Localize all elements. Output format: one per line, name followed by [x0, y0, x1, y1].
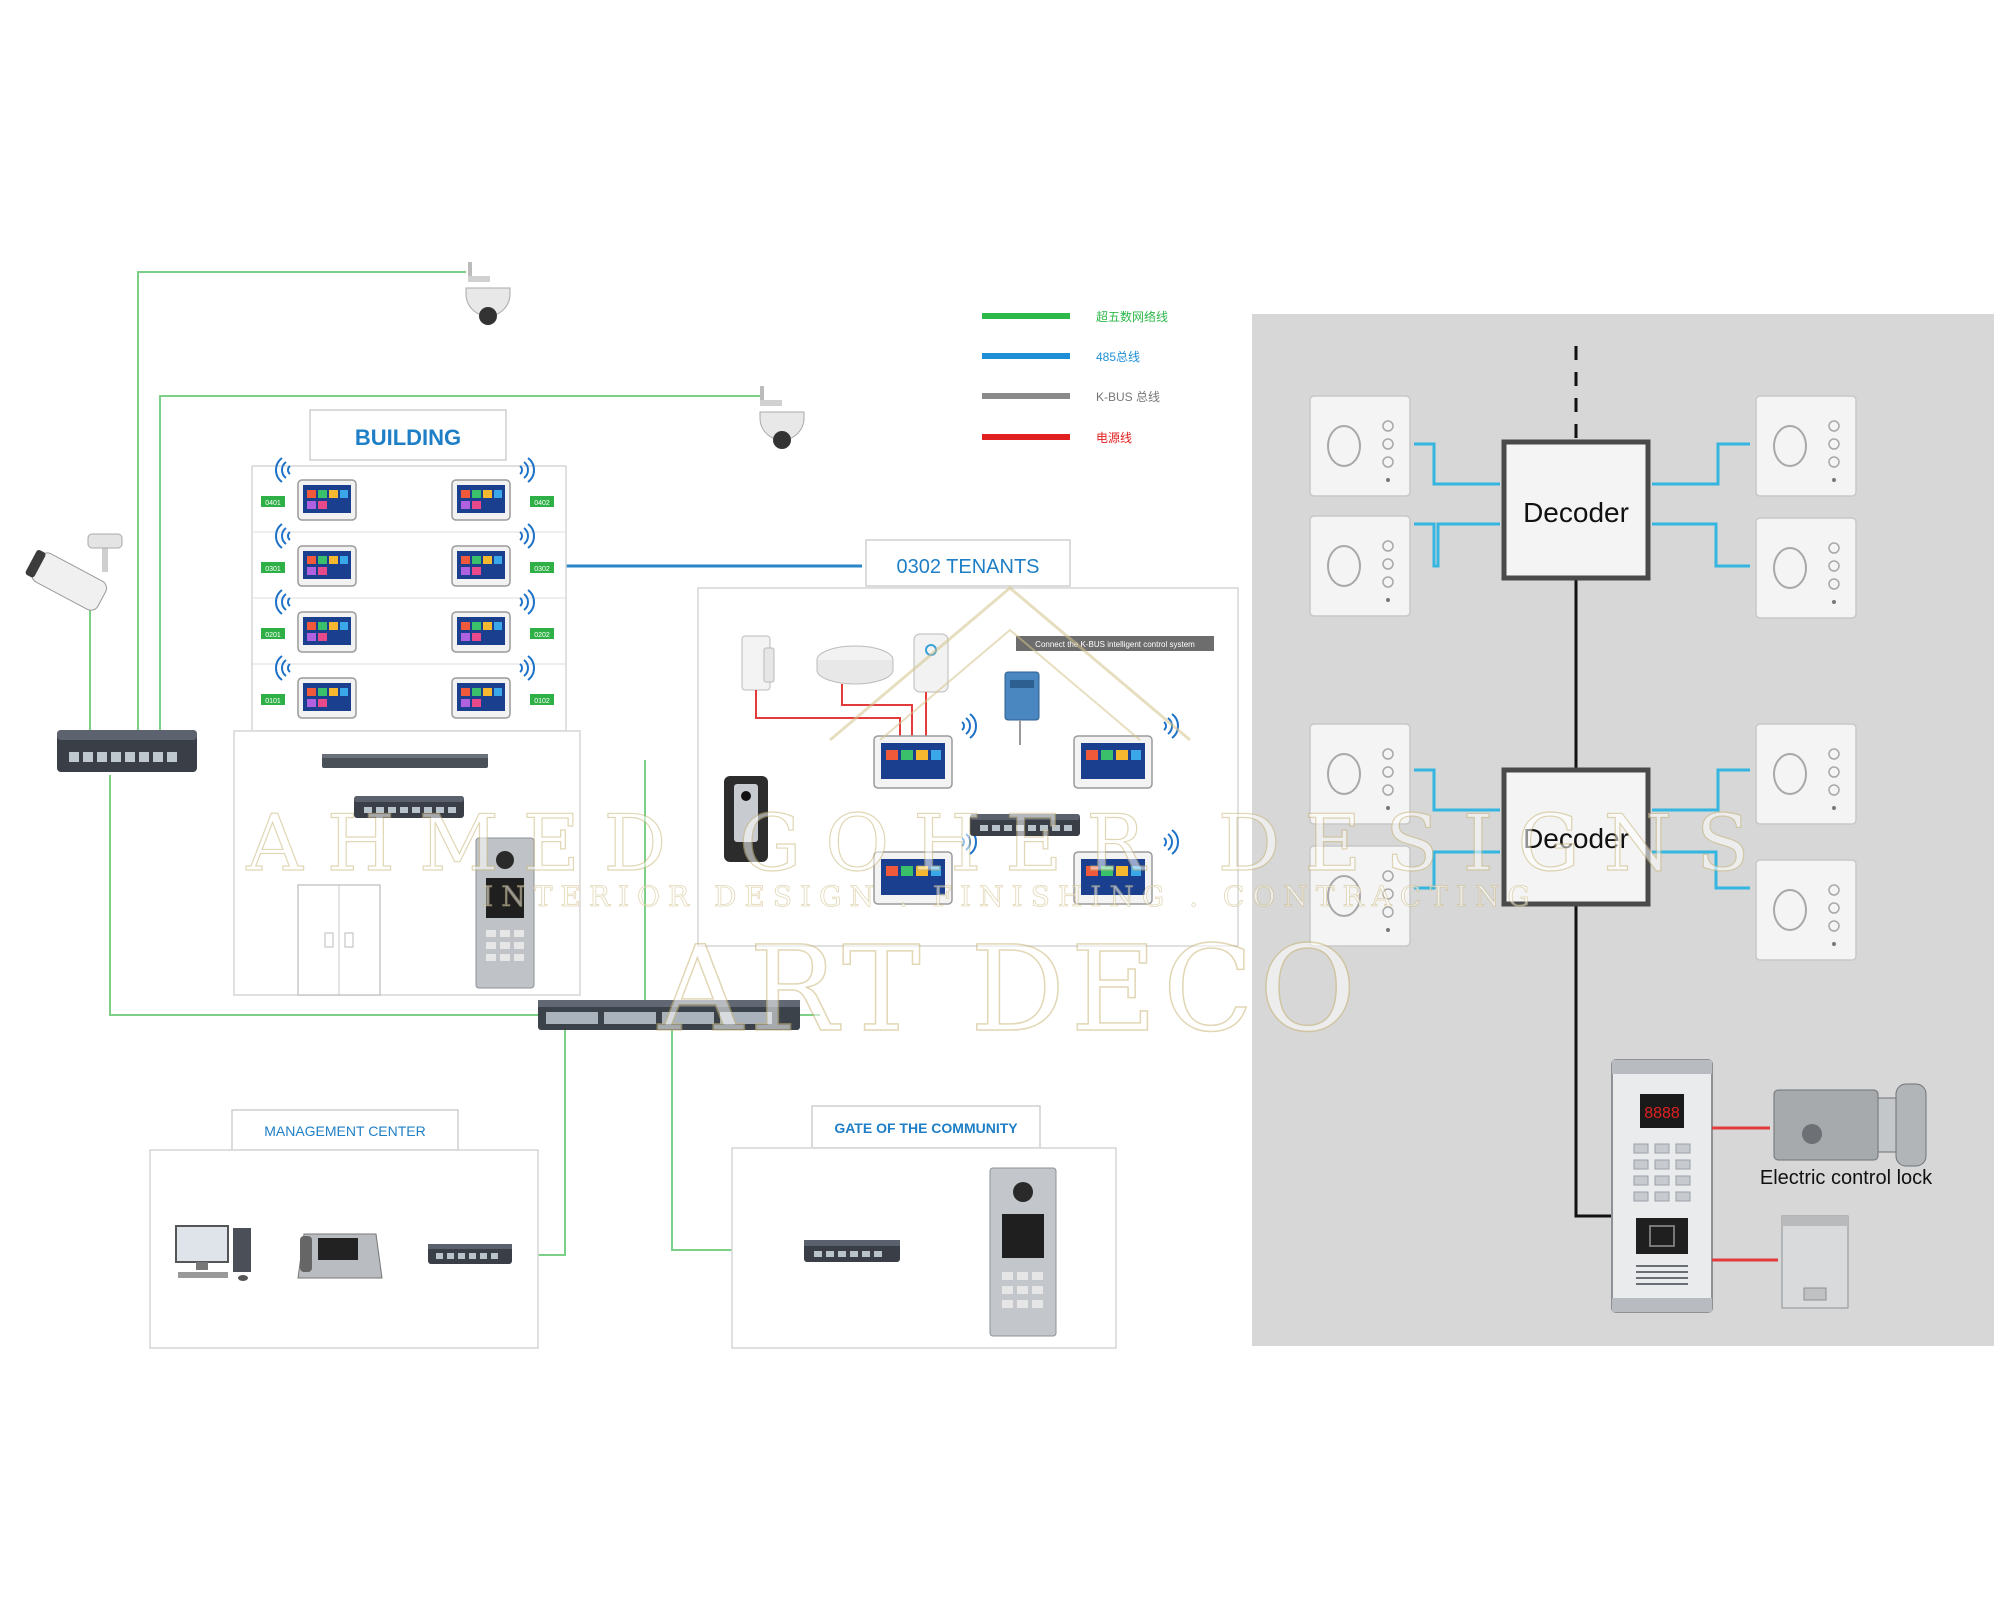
indoor-monitor-icon: [1073, 713, 1179, 789]
sensor-icon: [741, 635, 775, 691]
network-switch-icon: [57, 730, 197, 772]
building-title: BUILDING: [355, 425, 461, 450]
electric-lock-icon: [1773, 1083, 1927, 1167]
indoor-phone-icon: [1309, 515, 1411, 617]
legend-label: 电源线: [1096, 431, 1132, 445]
network-switch-icon: [428, 1244, 512, 1264]
smoke-detector-icon: [816, 645, 894, 685]
legend-label: K-BUS 总线: [1096, 390, 1160, 404]
management-section: MANAGEMENT CENTER: [149, 1109, 539, 1349]
dome-camera-icon: [759, 386, 805, 449]
dome-camera-icon: [465, 262, 511, 325]
network-switch-icon: [804, 1240, 900, 1262]
unit-tag: 0301: [265, 566, 281, 573]
indoor-monitor-icon: [873, 829, 977, 905]
watermark: AHMED GOHER DESIGNS INTERIOR DESIGN . FI…: [245, 586, 1774, 1059]
building-section: BUILDING 0401 0402 0301 0302: [233, 409, 581, 996]
bullet-camera-icon: [25, 533, 123, 611]
unit-row: 0301 0302: [261, 523, 554, 587]
core-switch-icon: [538, 1000, 800, 1030]
indoor-monitor-icon: [873, 713, 977, 789]
watermark-line1: AHMED GOHER DESIGNS: [246, 799, 1774, 889]
tenants-title: 0302 TENANTS: [896, 556, 1039, 578]
indoor-monitor-icon: [1073, 829, 1179, 905]
management-title: MANAGEMENT CENTER: [264, 1123, 426, 1139]
watermark-line2: INTERIOR DESIGN . FINISHING . CONTRACTIN…: [482, 880, 1538, 913]
indoor-phone-icon: [1755, 517, 1857, 619]
watermark-line3: ART DECO: [657, 920, 1362, 1058]
gate-title: GATE OF THE COMMUNITY: [834, 1120, 1018, 1136]
unit-tag: 0101: [265, 698, 281, 705]
door-station-icon: 8888: [1611, 1059, 1713, 1313]
network-switch-icon: [322, 754, 488, 768]
unit-row: 0401 0402: [261, 457, 554, 521]
door-station-icon: [475, 837, 535, 989]
unit-tag: 0201: [265, 632, 281, 639]
building-door: [297, 884, 381, 996]
pc-icon: [175, 1225, 251, 1281]
kbus-module-icon: [1004, 671, 1040, 721]
unit-row: 0101 0102: [261, 655, 554, 719]
lock-label: Electric control lock: [1760, 1167, 1933, 1189]
legend-label: 超五数网络线: [1096, 309, 1168, 324]
decoder-bottom-label: Decoder: [1523, 823, 1629, 854]
indoor-phone-icon: [1309, 395, 1411, 497]
unit-tag: 0402: [534, 500, 550, 507]
legend: 超五数网络线 485总线 K-BUS 总线 电源线: [982, 309, 1168, 445]
kbus-caption: Connect the K-BUS intelligent control sy…: [1035, 640, 1195, 649]
door-station-icon: [724, 776, 768, 862]
desk-phone-icon: [297, 1233, 383, 1279]
indoor-phone-icon: [1755, 395, 1857, 497]
decoder-top-label: Decoder: [1523, 497, 1629, 528]
gate-section: GATE OF THE COMMUNITY: [731, 1105, 1117, 1349]
phone-cables: [1414, 442, 1750, 890]
unit-tag: 0302: [534, 566, 550, 573]
unit-tag: 0401: [265, 500, 281, 507]
building-intercom-panel: Decoder Decoder 8888: [1252, 314, 1994, 1346]
unit-tag: 0202: [534, 632, 550, 639]
door-station-icon: [989, 1167, 1057, 1337]
power-supply-icon: [1781, 1215, 1849, 1309]
door-station-display: 8888: [1644, 1105, 1680, 1122]
unit-row: 0201 0202: [261, 589, 554, 653]
tenants-section: 0302 TENANTS Connect the K-BUS intellige…: [697, 539, 1239, 947]
unit-tag: 0102: [534, 698, 550, 705]
legend-label: 485总线: [1096, 350, 1140, 364]
